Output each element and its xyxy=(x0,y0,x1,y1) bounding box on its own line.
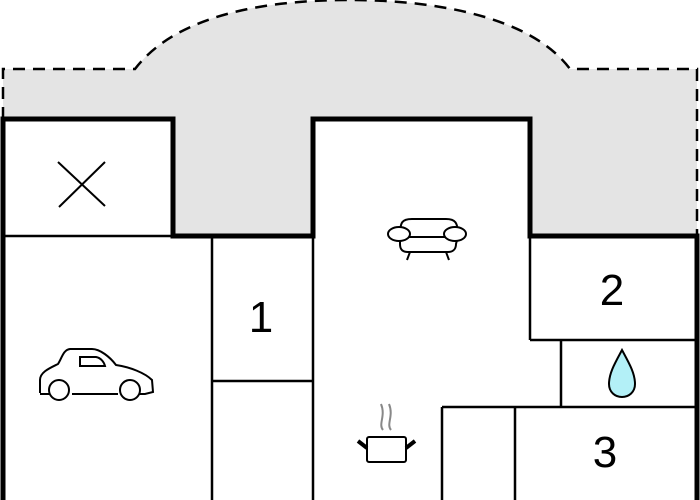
room-label-3: 3 xyxy=(592,428,618,477)
exterior-walls xyxy=(0,116,700,500)
sofa-icon xyxy=(387,218,467,261)
terrace-dashed-boundary xyxy=(1,0,699,236)
room-label-1: 1 xyxy=(248,293,274,342)
x-cross-icon xyxy=(57,161,106,208)
room-label-2: 2 xyxy=(599,266,625,315)
cooking-pot-icon xyxy=(356,403,417,463)
car-icon xyxy=(39,348,155,401)
interior-walls xyxy=(3,234,697,500)
water-drop-icon xyxy=(607,347,637,399)
